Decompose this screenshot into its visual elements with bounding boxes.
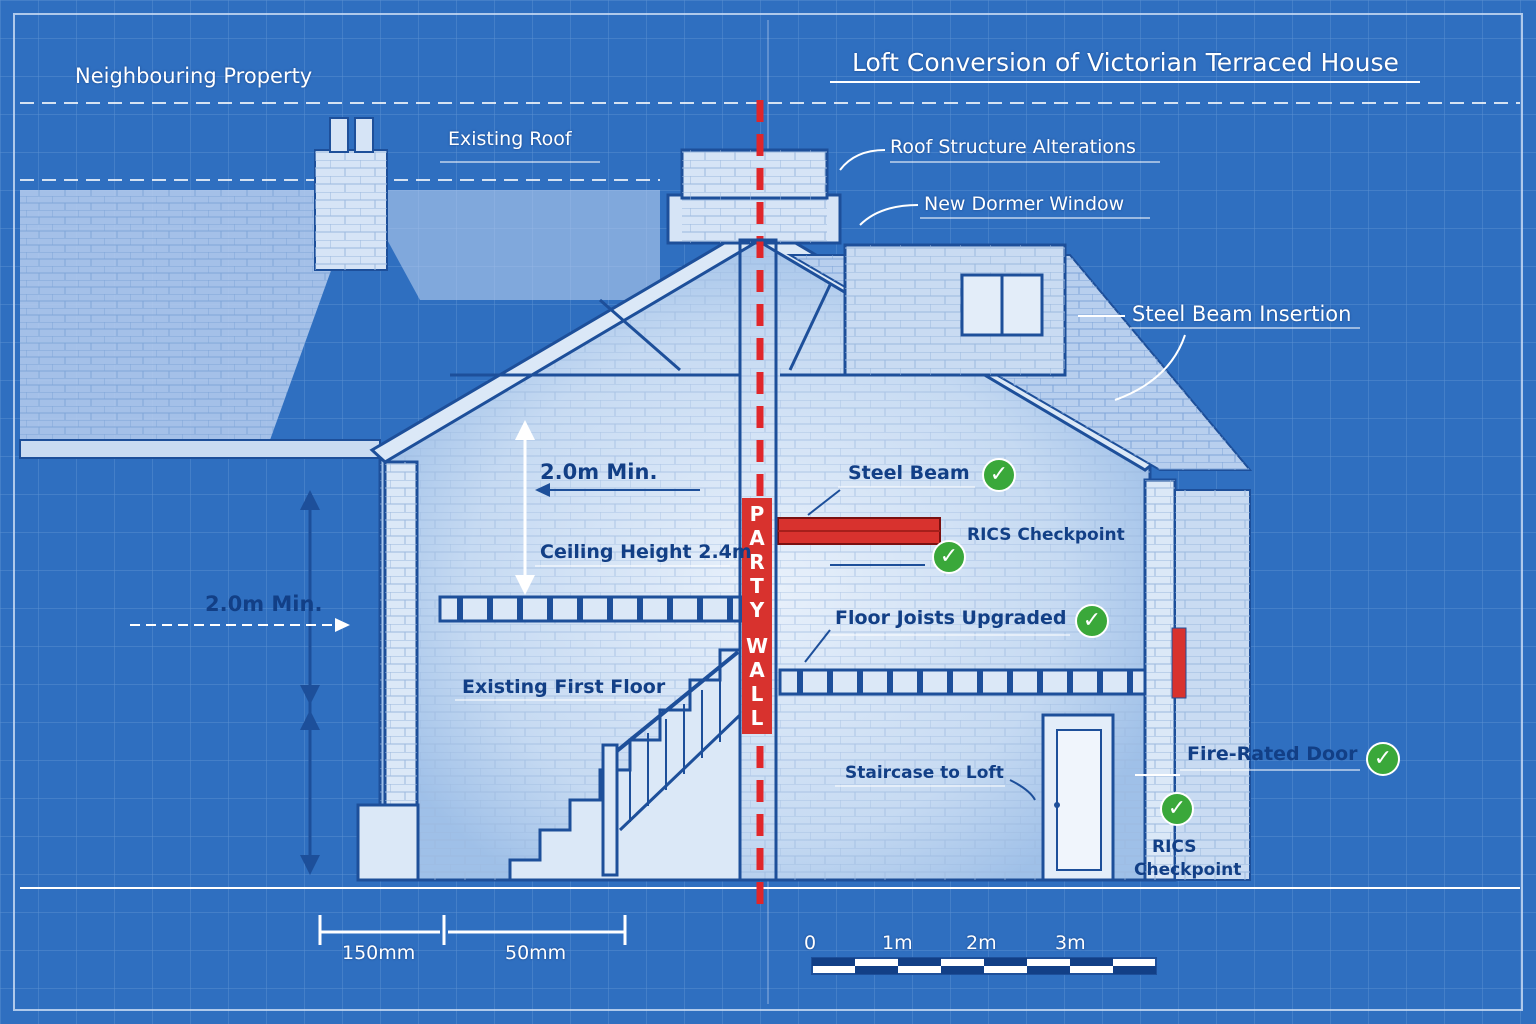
scale-label-3m: 3m [1055,932,1086,954]
label-dim-150: 150mm [342,942,416,964]
stair-handrail [610,650,740,757]
strut-1 [599,298,681,372]
party-wall-column [738,238,778,882]
neighbour-chimney-pot-2 [354,117,374,153]
party-wall-letter: P [749,502,765,526]
party-wall-letter: A [749,658,765,682]
dim-loft-arrow-top [515,420,535,440]
label-left-min-height: 2.0m Min. [205,592,323,616]
leader-roof-alterations [839,149,886,171]
label-steel-beam: Steel Beam [848,462,970,484]
leader-dormer [859,204,919,226]
party-wall-letter: A [749,526,765,550]
label-existing-first-floor: Existing First Floor [462,676,666,698]
label-new-dormer-window: New Dormer Window [924,193,1125,215]
label-loft-min-height: 2.0m Min. [540,460,658,484]
scale-label-1m: 1m [882,932,913,954]
label-neighbouring-property: Neighbouring Property [75,64,313,88]
label-rules [440,161,1360,787]
leader-joists [804,629,831,663]
label-floor-joists-upgraded: Floor Joists Upgraded [835,607,1067,629]
left-plinth [356,803,420,882]
dim-left-pointer-head [335,618,350,632]
label-existing-roof: Existing Roof [448,128,572,150]
leader-steel-insertion-2 [1114,334,1186,401]
downpipe-red [1171,627,1187,699]
party-wall-letter: T [750,574,764,598]
scale-bar-seg2 [898,958,941,966]
dim-loft-arrow-bottom [515,575,535,595]
dim-left-arrow-bottom [300,855,320,875]
check-icon: ✓ [982,458,1016,492]
party-wall-letter: R [749,550,765,574]
dim-left-arrow-mid2 [300,710,320,730]
neighbour-roof-right [360,190,660,300]
scale-bar-seg3 [984,958,1027,966]
leader-staircase [1009,779,1036,801]
leader-steel-beam [807,489,841,516]
check-icon: ✓ [1366,742,1400,776]
check-icon: ✓ [932,540,966,574]
scale-bar-seg5 [855,966,898,974]
strut-2 [788,284,832,371]
neighbour-chimney-pot-1 [329,117,349,153]
fire-door-panel [1056,729,1102,871]
first-floor-right-joists [797,670,1133,694]
neighbour-roof-tiles [20,190,360,440]
neighbour-eaves [19,439,381,459]
scale-bar-seg6 [941,966,984,974]
main-chimney-brick [682,150,827,243]
dim-left-arrow-mid1 [300,685,320,705]
scale-label-2m: 2m [966,932,997,954]
first-floor-right [778,668,1147,696]
label-steel-beam-insertion: Steel Beam Insertion [1132,302,1352,326]
title: Loft Conversion of Victorian Terraced Ho… [852,48,1399,77]
loft-floor-left [438,595,744,623]
party-wall-letter: Y [749,598,765,622]
dim-loft-pointer-head [535,483,550,497]
stair-balusters [629,675,721,822]
frame [13,13,1523,1011]
label-fire-rated-door: Fire-Rated Door [1187,743,1358,765]
label-rics-checkpoint-1: RICS Checkpoint [967,525,1125,545]
dim-left-arrow-top [300,490,320,510]
label-ceiling-height: Ceiling Height 2.4m [540,541,752,563]
dim-ticks [318,915,627,945]
neighbour-chimney-brick [315,150,387,270]
party-wall-letter: L [750,682,764,706]
scale-bar-seg8 [1113,966,1156,974]
party-wall-letter: W [745,634,769,658]
scale-bar-seg1 [812,958,855,966]
check-icon: ✓ [1075,604,1109,638]
newel-post [601,743,619,877]
scale-bar-seg7 [1027,966,1070,974]
label-rics-checkpoint-2-line2: Checkpoint [1134,860,1242,880]
party-wall-letter: L [750,706,764,730]
loft-floor-left-joists [457,597,733,621]
label-rics-checkpoint-2-line1: RICS [1152,837,1197,857]
label-staircase-to-loft: Staircase to Loft [845,763,1004,783]
label-dim-50: 50mm [505,942,567,964]
scale-bar-seg4 [1070,958,1113,966]
check-icon: ✓ [1160,792,1194,826]
party-wall-gap [742,622,772,634]
label-roof-structure-alterations: Roof Structure Alterations [890,136,1136,158]
fire-door-knob [1054,802,1060,808]
scale-label-0: 0 [804,932,817,954]
